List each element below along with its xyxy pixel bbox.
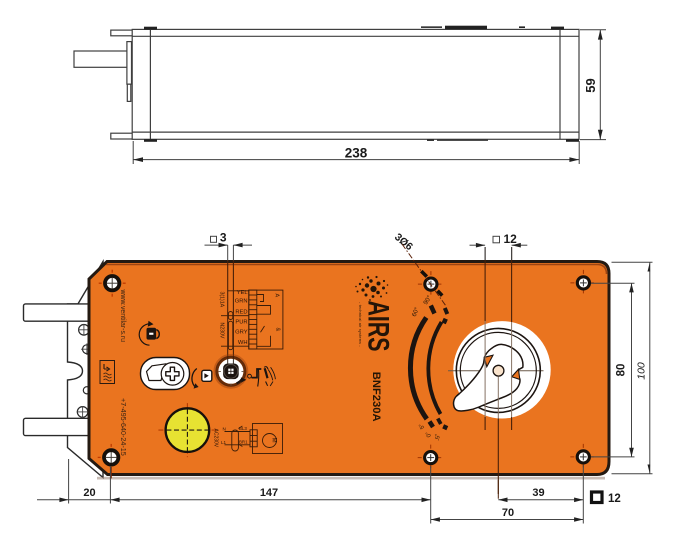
- svg-text:20: 20: [83, 487, 95, 499]
- svg-text:39: 39: [532, 487, 544, 499]
- svg-text:&: &: [275, 328, 281, 332]
- svg-text:60°: 60°: [411, 306, 421, 318]
- svg-text:80: 80: [616, 364, 628, 377]
- svg-text:L1: L1: [221, 440, 227, 445]
- svg-text:100: 100: [636, 362, 648, 380]
- svg-text:A: A: [274, 294, 280, 298]
- svg-text:AIRS: AIRS: [362, 301, 395, 352]
- svg-text:+7-495-640-24-15: +7-495-640-24-15: [119, 398, 128, 456]
- svg-text:3Ø6: 3Ø6: [392, 231, 415, 253]
- svg-text:N: N: [223, 426, 226, 431]
- svg-text:12: 12: [608, 493, 621, 505]
- svg-text:3: 3: [220, 231, 227, 245]
- svg-text:59: 59: [583, 78, 598, 92]
- svg-text:YEL: YEL: [237, 290, 249, 296]
- svg-text:3(1)1A: 3(1)1A: [219, 292, 225, 308]
- svg-text:GRY: GRY: [235, 329, 248, 335]
- svg-text:12: 12: [504, 232, 518, 246]
- svg-text:RED: RED: [235, 310, 247, 316]
- svg-text:www.ventilar-s.ru: www.ventilar-s.ru: [119, 289, 126, 343]
- svg-text:N230V: N230V: [219, 323, 225, 339]
- svg-text:GRN: GRN: [235, 299, 248, 305]
- svg-text:90°: 90°: [422, 294, 433, 306]
- svg-text:147: 147: [260, 487, 278, 499]
- svg-text:BR1: BR1: [239, 440, 248, 445]
- svg-text:AC230V: AC230V: [213, 429, 219, 448]
- svg-text:5°: 5°: [418, 422, 426, 430]
- svg-text:M: M: [270, 438, 277, 443]
- svg-text:BL3: BL3: [239, 426, 247, 431]
- svg-text:70: 70: [502, 507, 514, 519]
- svg-text:WH: WH: [238, 340, 248, 346]
- svg-text:-5°: -5°: [435, 433, 442, 441]
- svg-text:0°: 0°: [425, 431, 433, 438]
- svg-text:PUR: PUR: [235, 320, 247, 326]
- svg-text:238: 238: [345, 146, 368, 161]
- svg-text:BNF230A: BNF230A: [370, 372, 382, 422]
- svg-text:- technical air systems -: - technical air systems -: [358, 302, 362, 347]
